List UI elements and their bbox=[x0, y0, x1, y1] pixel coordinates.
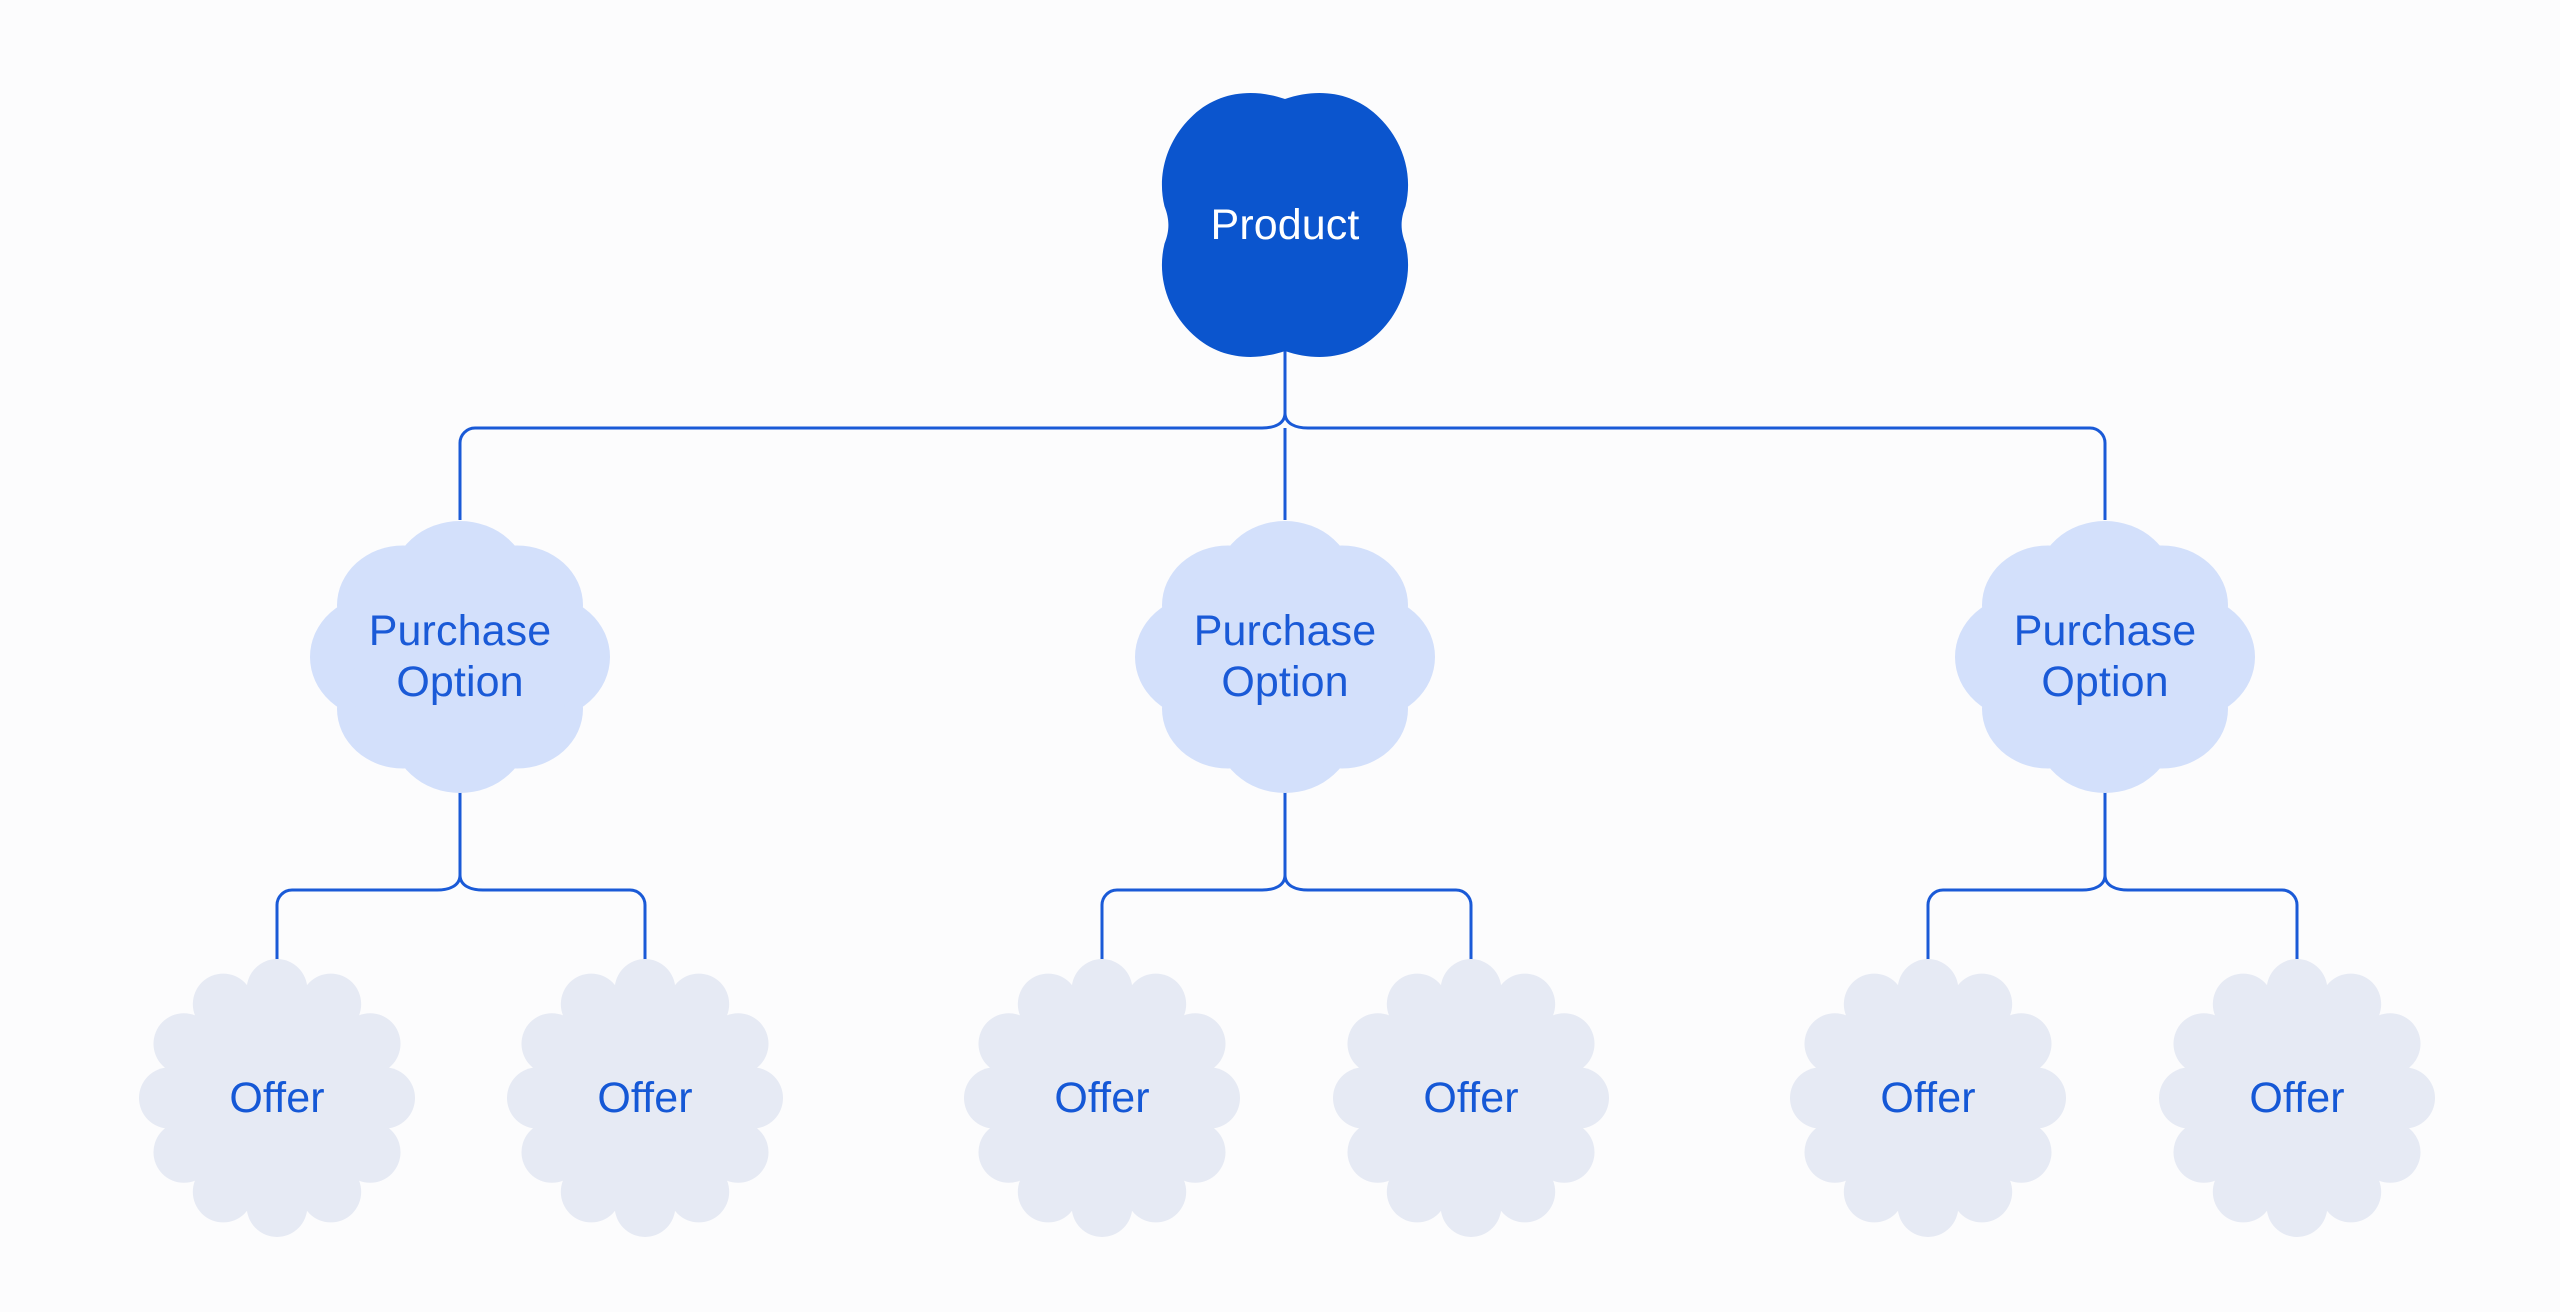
node-purchase-option-1[interactable]: Purchase Option bbox=[310, 521, 610, 793]
node-offer-4[interactable]: Offer bbox=[1333, 959, 1609, 1237]
node-offer-3[interactable]: Offer bbox=[964, 959, 1240, 1237]
product-blob-shape bbox=[1161, 93, 1409, 357]
node-purchase-option-3-label: Purchase Option bbox=[2013, 607, 2197, 706]
node-offer-6-label: Offer bbox=[2249, 1073, 2345, 1122]
node-offer-1-label: Offer bbox=[229, 1073, 325, 1122]
offer-scallop-shape bbox=[1333, 959, 1609, 1237]
node-purchase-option-3[interactable]: Purchase Option bbox=[1955, 521, 2255, 793]
node-offer-6[interactable]: Offer bbox=[2159, 959, 2435, 1237]
node-product[interactable]: Product bbox=[1154, 91, 1416, 359]
purchase-option-flower-shape bbox=[1955, 521, 2255, 793]
node-offer-2-label: Offer bbox=[597, 1073, 693, 1122]
node-offer-5-label: Offer bbox=[1880, 1073, 1976, 1122]
offer-scallop-shape bbox=[1790, 959, 2066, 1237]
offer-scallop-shape bbox=[139, 959, 415, 1237]
offer-scallop-shape bbox=[964, 959, 1240, 1237]
offer-scallop-shape bbox=[507, 959, 783, 1237]
purchase-option-flower-shape bbox=[1135, 521, 1435, 793]
node-offer-1[interactable]: Offer bbox=[139, 959, 415, 1237]
node-offer-4-label: Offer bbox=[1423, 1073, 1519, 1122]
node-offer-3-label: Offer bbox=[1054, 1073, 1150, 1122]
node-offer-2[interactable]: Offer bbox=[507, 959, 783, 1237]
node-offer-5[interactable]: Offer bbox=[1790, 959, 2066, 1237]
node-product-label: Product bbox=[1210, 200, 1360, 249]
node-purchase-option-1-label: Purchase Option bbox=[368, 607, 552, 706]
offer-scallop-shape bbox=[2159, 959, 2435, 1237]
purchase-option-flower-shape bbox=[310, 521, 610, 793]
node-purchase-option-2[interactable]: Purchase Option bbox=[1135, 521, 1435, 793]
node-purchase-option-2-label: Purchase Option bbox=[1193, 607, 1377, 706]
